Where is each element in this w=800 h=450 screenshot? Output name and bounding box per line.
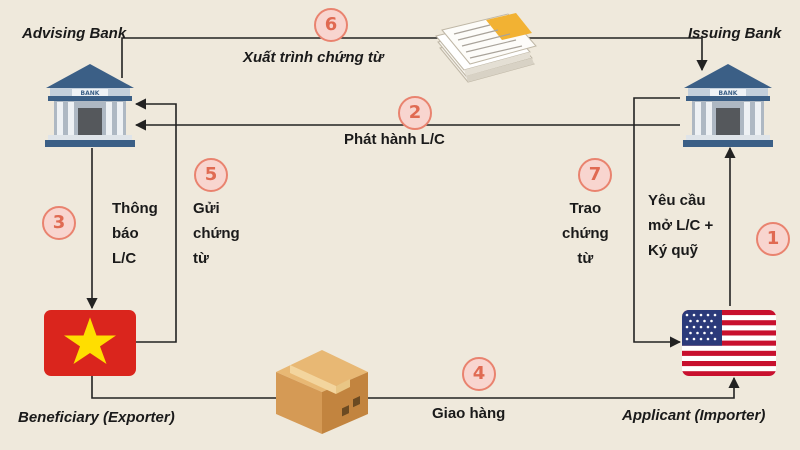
step-badge-2: 2 — [398, 96, 432, 130]
arrow-step-4 — [91, 375, 740, 399]
step-label-2: Phát hành L/C — [344, 131, 445, 148]
step-label-6: Xuất trình chứng từ — [243, 49, 384, 66]
arrow-step-7 — [633, 97, 682, 348]
bank-sign-text: BANK — [719, 90, 738, 97]
beneficiary-label: Beneficiary (Exporter) — [18, 409, 175, 426]
step-badge-1: 1 — [756, 222, 790, 256]
step-label-3: Thông báo L/C — [112, 200, 158, 267]
bank-icon: BANK — [683, 64, 773, 147]
step-badge-7: 7 — [578, 158, 612, 192]
step-label-5: Gửi chứng từ — [193, 200, 240, 267]
bank-sign-text: BANK — [81, 90, 100, 97]
step-badge-3: 3 — [42, 206, 76, 240]
step-badge-5: 5 — [194, 158, 228, 192]
issuing-bank-label: Issuing Bank — [688, 25, 782, 42]
step-label-1: Yêu cầu mở L/C + Ký quỹ — [648, 192, 714, 259]
documents-icon — [435, 13, 537, 83]
arrow-step-5 — [134, 98, 177, 343]
step-label-4: Giao hàng — [432, 405, 506, 422]
step-badge-4: 4 — [462, 357, 496, 391]
applicant-label: Applicant (Importer) — [622, 407, 766, 424]
step-label-7: Trao chứng từ — [562, 200, 609, 267]
step-badge-6: 6 — [314, 8, 348, 42]
box-icon — [276, 350, 368, 434]
usa-flag-icon — [682, 310, 776, 376]
vietnam-flag-icon — [44, 310, 136, 376]
arrow-step-6 — [121, 37, 708, 78]
bank-icon: BANK — [45, 64, 135, 147]
advising-bank-label: Advising Bank — [22, 25, 127, 42]
